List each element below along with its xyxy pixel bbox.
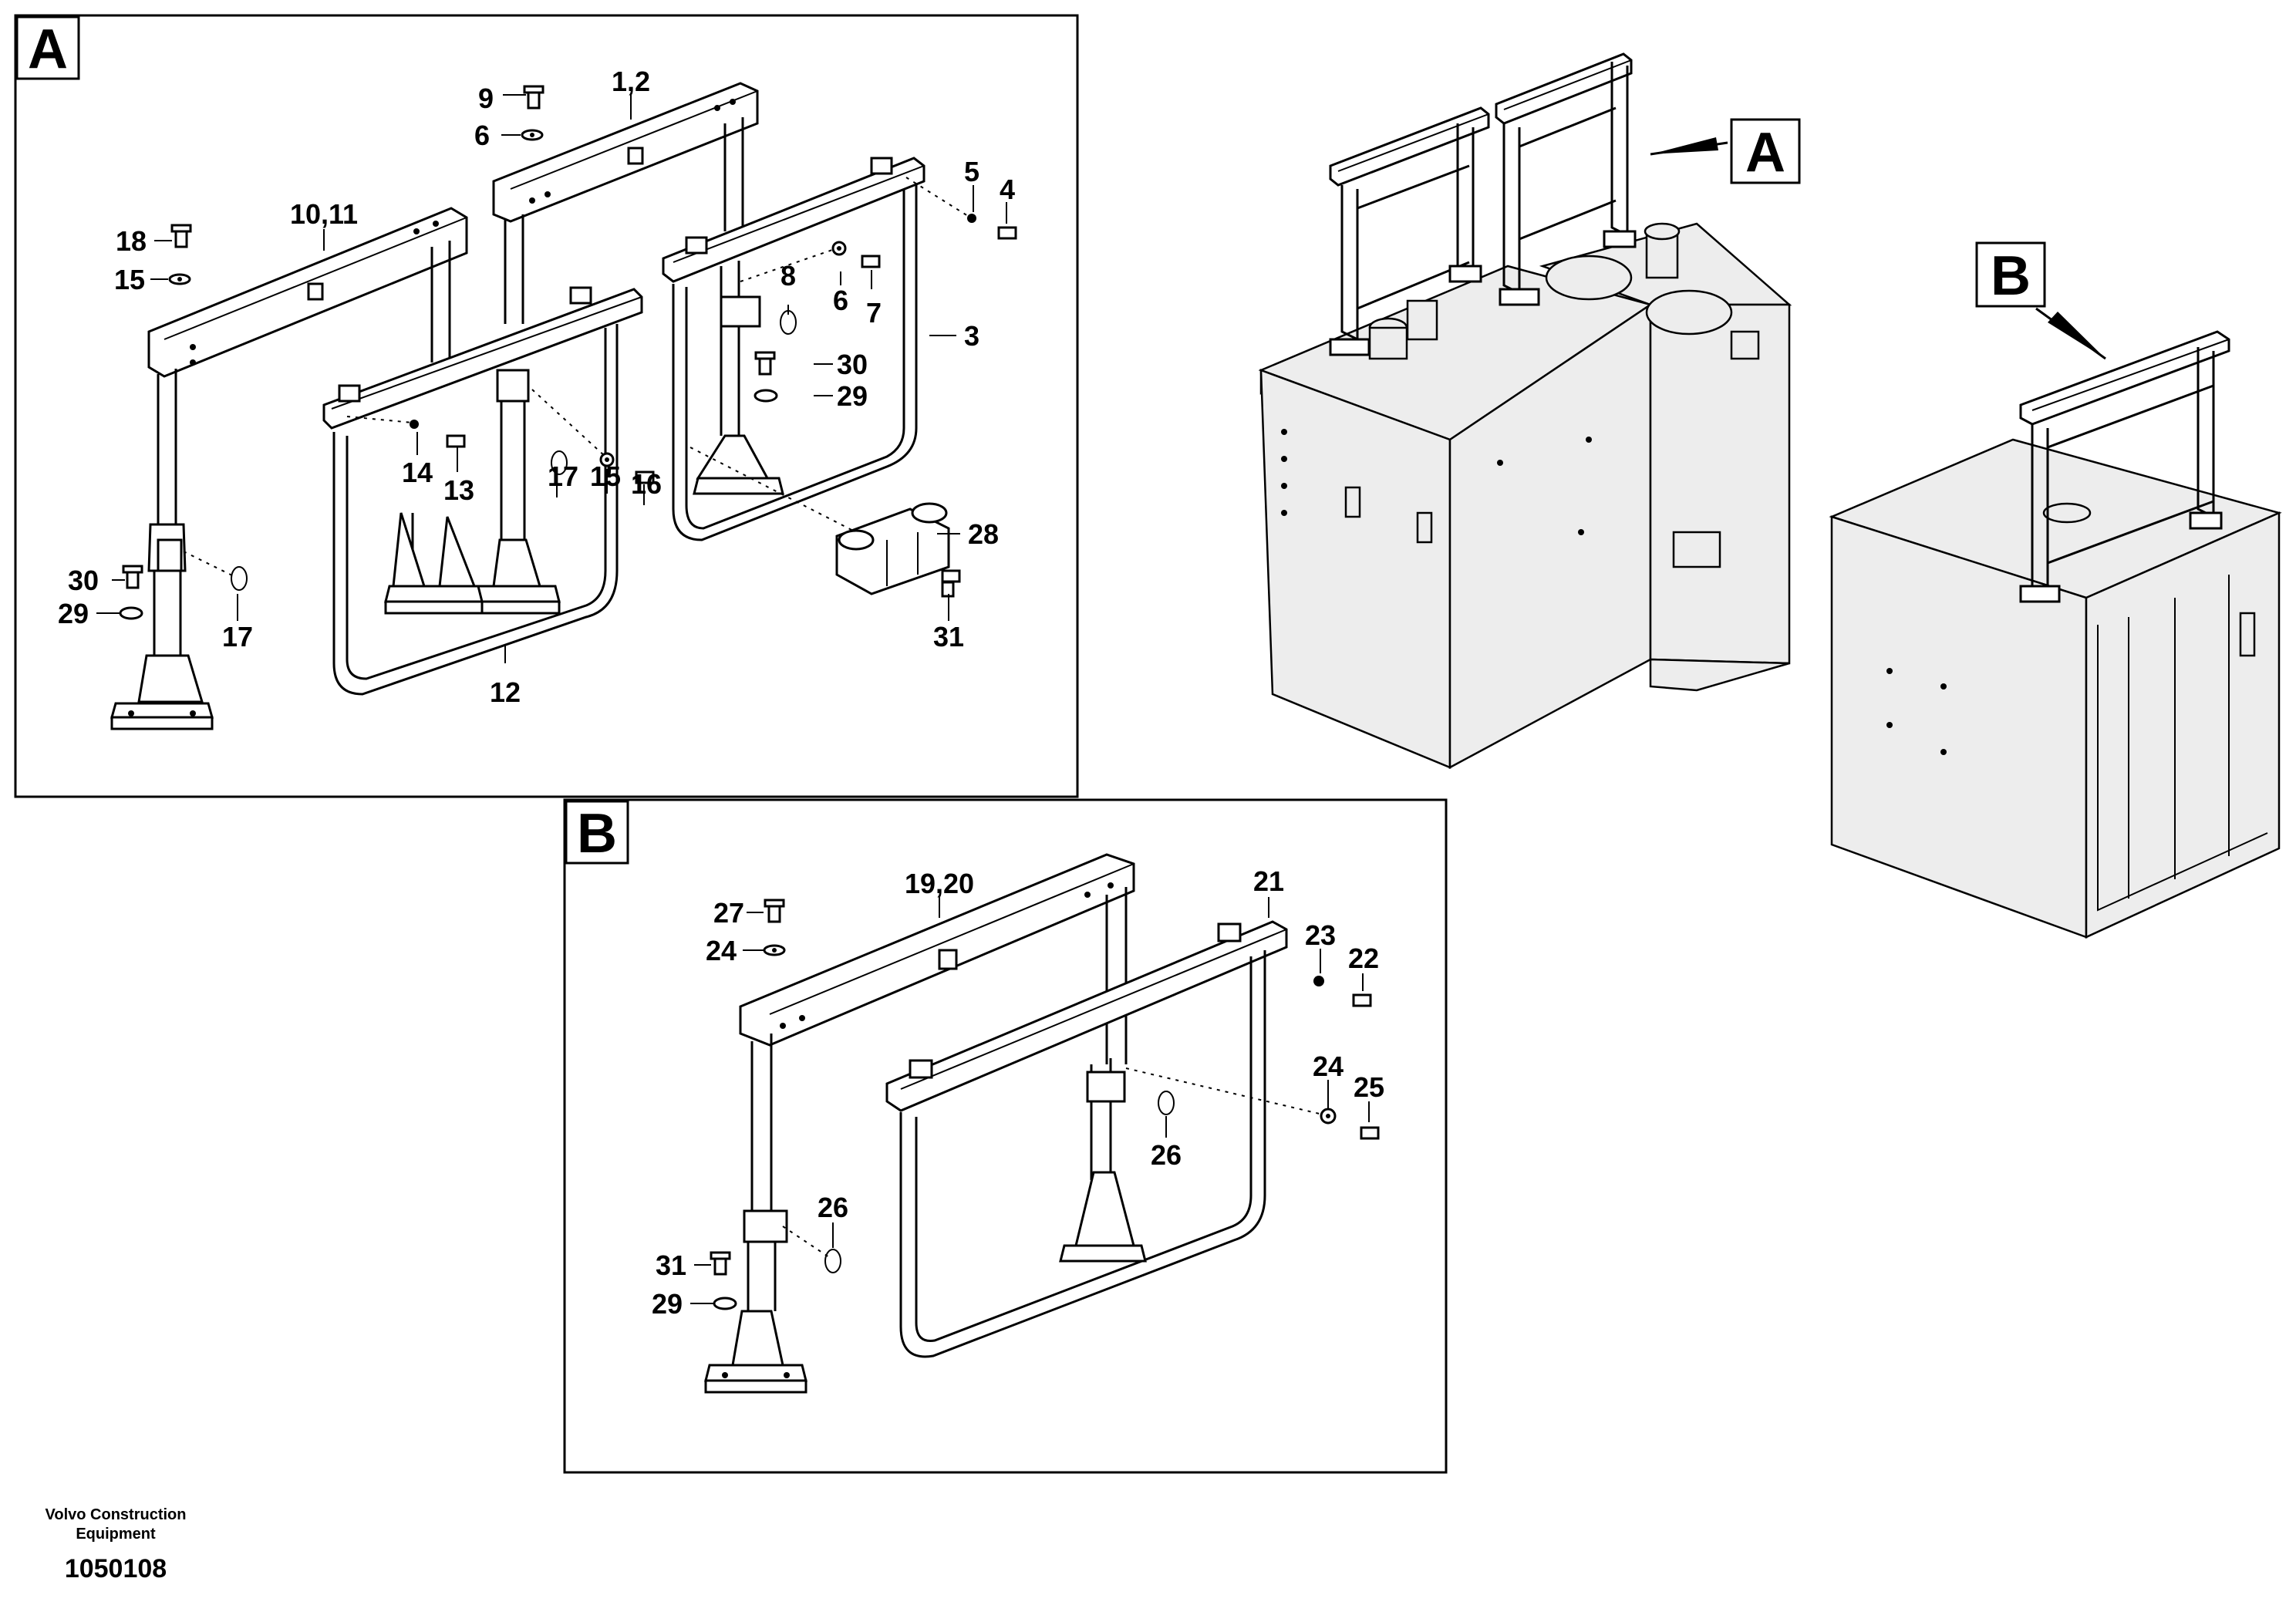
leaders-a: [96, 94, 1007, 663]
label-a-28: 28: [968, 518, 999, 550]
label-a-6: 6: [474, 120, 490, 151]
label-b-26b: 26: [818, 1192, 848, 1223]
footer-brand-line1: Volvo Construction: [46, 1506, 187, 1523]
assembly-lines-a: [183, 177, 969, 578]
label-a-9: 9: [478, 83, 494, 114]
labels-a: 1,2 9 6 10,11 18 15 5 4 8 6 7 3 30 29 14…: [58, 66, 1015, 708]
frame-3: [662, 157, 925, 541]
label-a-1-2: 1,2: [612, 66, 650, 97]
stand-b-19-20: [704, 853, 1135, 1394]
overview-frames-a: [1329, 52, 1637, 356]
callout-a-label: A: [1745, 122, 1785, 184]
label-a-7: 7: [866, 297, 882, 329]
callout-b-label: B: [1991, 245, 2031, 307]
panel-a-tag-box: [15, 15, 80, 80]
stand-left-10-11: [110, 207, 468, 730]
overview-frame-unit: B: [1829, 241, 2282, 939]
label-b-19-20: 19,20: [905, 868, 974, 899]
assembly-lines-b: [782, 1067, 1323, 1258]
panel-a: A: [14, 14, 1079, 798]
label-a-4: 4: [1000, 174, 1015, 205]
frame-b-21: [885, 920, 1288, 1358]
label-b-26: 26: [1151, 1139, 1182, 1171]
footer-brand-line2: Equipment: [76, 1526, 156, 1543]
stand-back-1-2: [461, 82, 759, 615]
label-a-30b: 30: [68, 565, 99, 596]
label-b-24b: 24: [1313, 1050, 1344, 1082]
label-b-24: 24: [706, 935, 737, 966]
label-b-31: 31: [656, 1249, 686, 1281]
label-a-29b: 29: [58, 598, 89, 629]
label-b-23: 23: [1305, 919, 1336, 951]
hardware-b: [710, 899, 1380, 1310]
label-a-12: 12: [490, 676, 521, 708]
label-a-6b: 6: [833, 285, 848, 316]
footer: Volvo Construction Equipment 1050108: [46, 1506, 187, 1583]
label-a-29: 29: [837, 380, 868, 412]
label-a-8: 8: [781, 260, 796, 292]
panel-a-frame: [14, 14, 1079, 798]
label-a-3: 3: [964, 320, 979, 352]
panel-b-frame: [563, 798, 1448, 1474]
frame-12: [322, 286, 643, 696]
panel-b-tag: B: [577, 803, 617, 865]
label-a-16: 16: [631, 468, 662, 500]
label-b-21: 21: [1253, 865, 1284, 897]
label-b-22: 22: [1348, 943, 1379, 974]
label-a-15b: 15: [590, 460, 621, 492]
overview-frame-b: [2019, 330, 2230, 603]
label-a-10-11: 10,11: [290, 198, 358, 230]
label-a-17: 17: [548, 460, 578, 492]
label-b-29: 29: [652, 1288, 683, 1320]
clamp-28: [835, 502, 950, 595]
label-a-14: 14: [402, 457, 433, 488]
hardware-a: [119, 85, 1017, 620]
leaders-b: [690, 897, 1370, 1304]
label-a-18: 18: [116, 225, 147, 257]
overview-tank-assembly: A: [1258, 52, 1801, 770]
panel-a-tag: A: [28, 19, 68, 80]
label-a-31: 31: [933, 621, 964, 653]
label-a-30: 30: [837, 349, 868, 380]
panel-b: B: [563, 798, 1448, 1474]
label-a-17b: 17: [222, 621, 253, 653]
footer-drawing-number: 1050108: [65, 1554, 167, 1583]
label-a-13: 13: [443, 474, 474, 506]
label-b-25: 25: [1354, 1071, 1384, 1103]
labels-b: 19,20 21 27 24 23 22 24 25 26 26 31 29: [652, 865, 1384, 1320]
callout-a-box: [1730, 118, 1801, 184]
label-a-5: 5: [964, 156, 979, 187]
callout-b-box: [1975, 241, 2046, 308]
label-b-27: 27: [713, 897, 744, 929]
label-a-15: 15: [114, 264, 145, 295]
panel-b-tag-box: [565, 800, 629, 865]
